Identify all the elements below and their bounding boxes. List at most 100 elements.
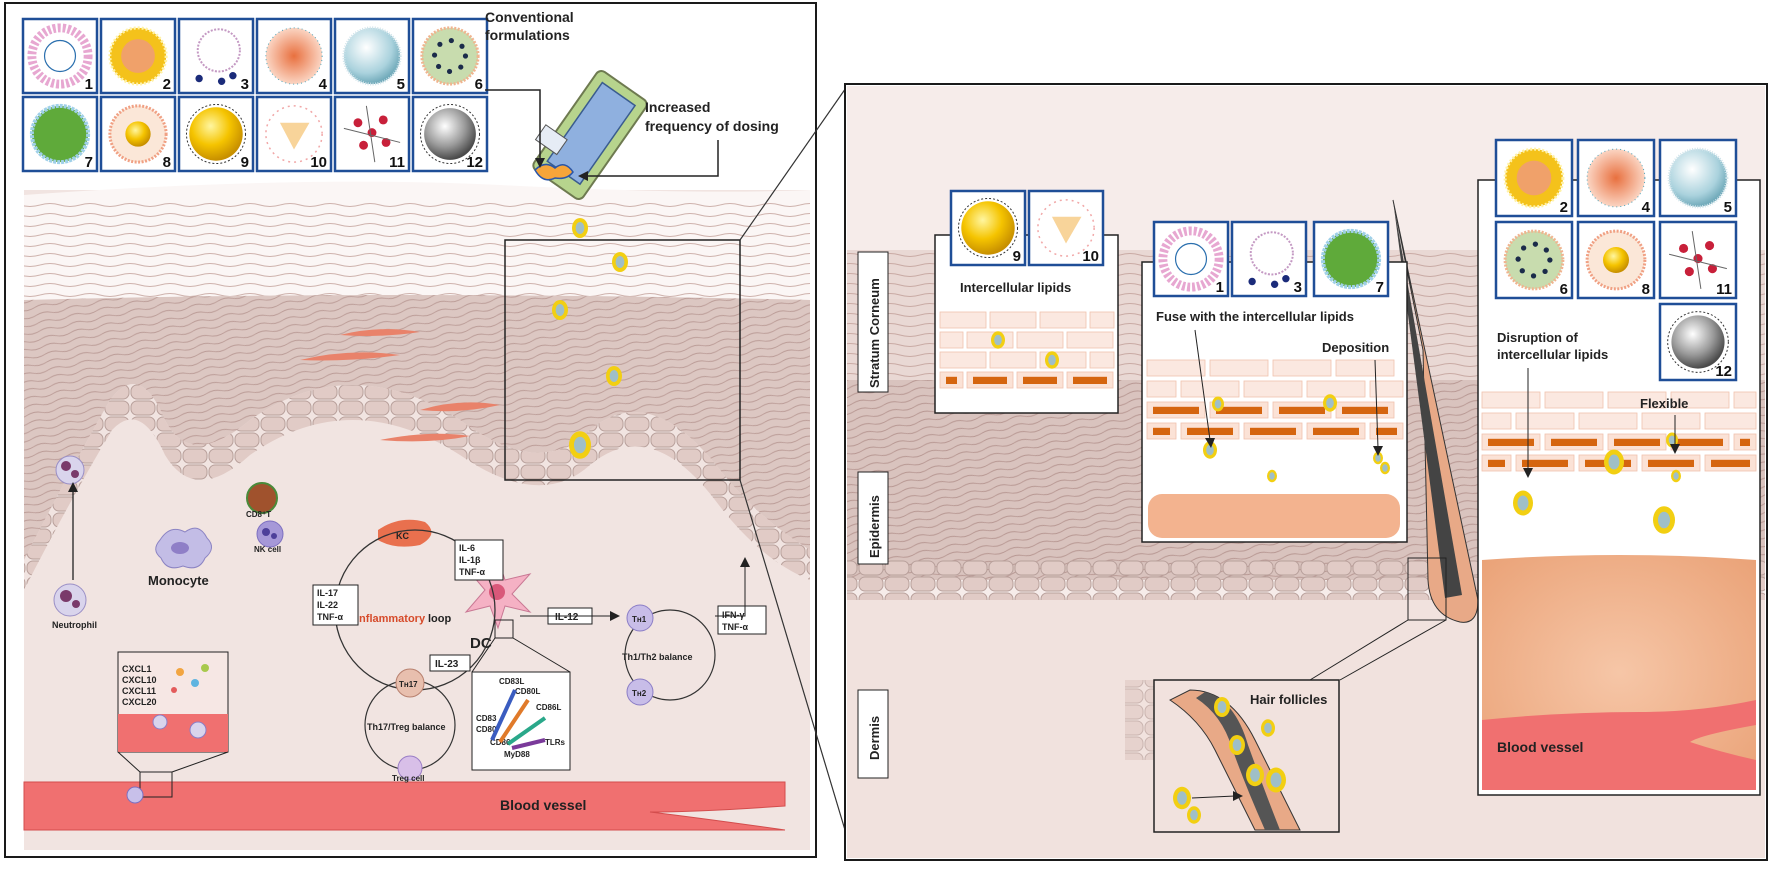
nanocarrier-number: 3 [1294, 279, 1302, 296]
nanocarrier-number: 1 [85, 76, 93, 93]
loop-word-1: Inflammatory [356, 613, 426, 625]
deposition-label: Deposition [1322, 340, 1389, 355]
il23-box [429, 654, 471, 672]
box-c-blood-vessel [1482, 700, 1756, 790]
nanocarrier-tile-1: 1 [1152, 220, 1230, 298]
neutrophil-label: Neutrophil [52, 620, 97, 630]
connector-line-bottom [739, 479, 849, 841]
intercellular-lipids-label: Intercellular lipids [960, 280, 1071, 295]
receptor-cd83: CD83 [476, 714, 497, 723]
nanocarrier-tile-6: 6 [1494, 220, 1574, 300]
chem-dot [171, 687, 177, 693]
nk-cell [256, 520, 284, 548]
nanocarrier-number: 5 [1724, 199, 1732, 216]
nanocarrier-number: 7 [1376, 279, 1384, 296]
il23-label: IL-23 [435, 659, 459, 670]
loop-cytokine-box [312, 584, 359, 626]
fuse-label: Fuse with the intercellular lipids [1156, 309, 1354, 324]
nanocarrier-tile-12: 12 [1658, 302, 1738, 382]
hair-follicle-shaft [1392, 199, 1479, 623]
follicle-inner [1196, 692, 1280, 830]
penetrating-particles [552, 218, 628, 459]
nanocarrier-tile-6: 6 [411, 17, 489, 95]
nanocarrier-number: 4 [319, 76, 328, 93]
blood-vessel-left [23, 781, 786, 831]
th2-label: Tʜ2 [632, 689, 647, 698]
connector-line-top [739, 84, 849, 241]
kc-cell [378, 519, 432, 547]
epidermis-fibers [24, 295, 810, 560]
blood-vessel-label-left: Blood vessel [500, 797, 586, 813]
dc-cytokine-1: IL-6 [459, 543, 475, 553]
receptor-cd80l: CD80L [515, 687, 540, 696]
chem-dot [176, 668, 184, 676]
cd8-label: CD8⁺T [246, 510, 271, 519]
il12-label: IL-12 [555, 612, 579, 623]
box-a-lipids [939, 311, 1115, 389]
chem-dot [201, 664, 209, 672]
loop-cytokine-3: TNF-α [317, 612, 343, 622]
box-c-blood-vessel-label: Blood vessel [1497, 739, 1583, 755]
zoom-box-left [504, 239, 741, 481]
chemokine-3: CXCL11 [122, 686, 156, 696]
loop-cytokine-2: IL-22 [317, 600, 338, 610]
receptor-myd88: MyD88 [504, 750, 530, 759]
nanocarrier-number: 2 [1560, 199, 1568, 216]
monocyte-label: Monocyte [148, 573, 209, 588]
dosing-label-1: Increased [645, 99, 710, 115]
nanocarrier-tile-8: 8 [1576, 220, 1656, 300]
nanocarrier-tile-4: 4 [255, 17, 333, 95]
loop-word-2: loop [428, 613, 451, 625]
nanocarrier-tile-9: 9 [177, 95, 255, 173]
dosing-label-2: frequency of dosing [645, 118, 779, 134]
chemokine-list: CXCL1 CXCL10 CXCL11 CXCL20 [122, 664, 157, 707]
neutrophil [53, 455, 87, 617]
cream-dab [534, 163, 574, 181]
layer-labels: Stratum Corneum Epidermis Dermis [857, 251, 889, 779]
th1-th2-loop [624, 609, 716, 701]
follicle-outer [1169, 689, 1301, 831]
nanocarrier-number: 5 [397, 76, 405, 93]
receptor-cd86l: CD86L [536, 703, 561, 712]
ifn-1: IFN-γ [722, 610, 745, 620]
hair-particles [1173, 697, 1286, 824]
nanocarrier-number: 10 [310, 154, 327, 171]
disruption-label-2: intercellular lipids [1497, 347, 1608, 362]
nanocarrier-tile-5: 5 [1658, 138, 1738, 218]
nanocarrier-number: 6 [1560, 281, 1568, 298]
layer-stratum-corneum: Stratum Corneum [867, 278, 882, 388]
chemokine-2: CXCL10 [122, 675, 157, 685]
streak [340, 329, 420, 336]
chemokine-vessel [118, 714, 228, 752]
receptor-labels: CD83L CD80L CD86L CD83 CD80 CD86 TLRs My… [476, 677, 566, 759]
corneum-fibers [24, 200, 810, 300]
nanocarrier-tile-12: 12 [411, 95, 489, 173]
monocyte [155, 527, 212, 569]
disruption-label-1: Disruption of [1497, 330, 1579, 345]
nanocarrier-tile-1: 1 [21, 17, 99, 95]
th1-cell [626, 604, 654, 632]
hair-strand [1393, 200, 1462, 598]
layer-dermis: Dermis [867, 716, 882, 760]
conventional-label-1: Conventional [485, 9, 574, 25]
nanocarrier-tile-4: 4 [1576, 138, 1656, 218]
nanocarrier-number: 4 [1642, 199, 1651, 216]
right-panel: Stratum Corneum Epidermis Dermis Interce… [844, 83, 1768, 861]
cd8-t-cell [246, 482, 278, 514]
streak [380, 433, 470, 442]
th1-th2-balance: Th1/Th2 balance [622, 652, 693, 662]
nanocarrier-number: 9 [241, 154, 249, 171]
nanocarrier-tile-7: 7 [21, 95, 99, 173]
nanocarrier-tile-10: 10 [255, 95, 333, 173]
chem-dot [191, 679, 199, 687]
nanocarrier-number: 11 [389, 154, 405, 171]
th17-label: Tʜ17 [399, 680, 418, 689]
nanocarrier-number: 6 [475, 76, 483, 93]
nanocarrier-number: 11 [1716, 281, 1732, 298]
streak [420, 402, 500, 412]
nanocarrier-tile-10: 10 [1027, 189, 1105, 267]
th1-label: Tʜ1 [632, 615, 647, 624]
